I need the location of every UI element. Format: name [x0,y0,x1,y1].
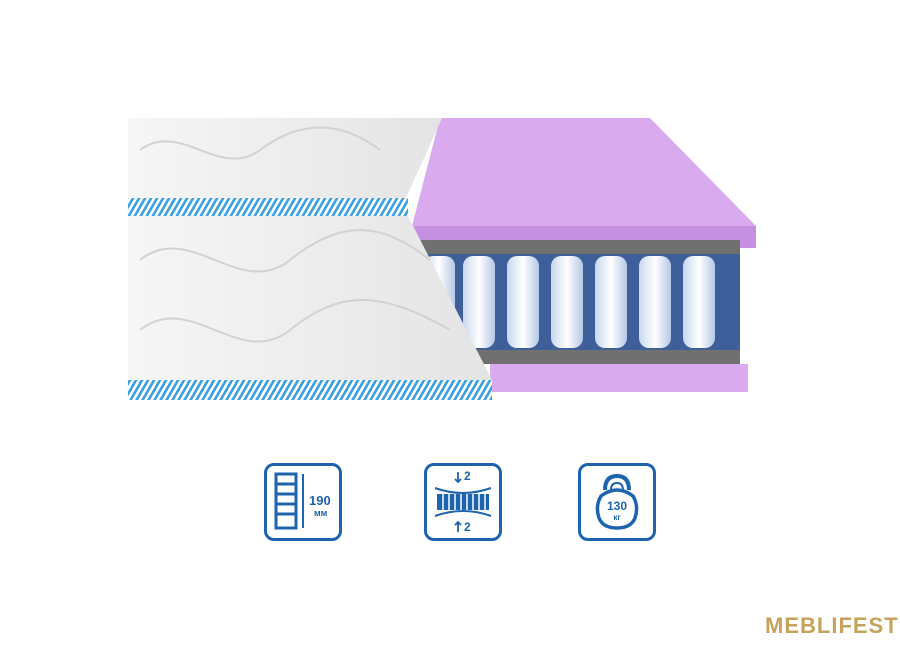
memory-foam-bottom-layer [490,364,748,392]
spring-block-icon [434,472,492,532]
height-feature: 190 мм [264,463,342,541]
max-load-unit: кг [613,513,621,522]
height-unit: мм [314,508,328,518]
top-layer-value: 2 [464,469,471,483]
spring-block [420,240,740,364]
brand-logo: MEBLIFEST [765,613,899,638]
spring-feature: 2 2 [424,463,502,541]
height-ruler-icon [274,472,304,530]
quilted-cover [128,118,492,400]
bottom-layer-value: 2 [464,520,471,534]
max-load-feature: 130 кг [578,463,656,541]
kettlebell-icon [595,473,639,530]
memory-foam-top-layer [412,118,756,248]
height-value: 190 [309,493,331,508]
max-load-value: 130 [606,499,628,513]
